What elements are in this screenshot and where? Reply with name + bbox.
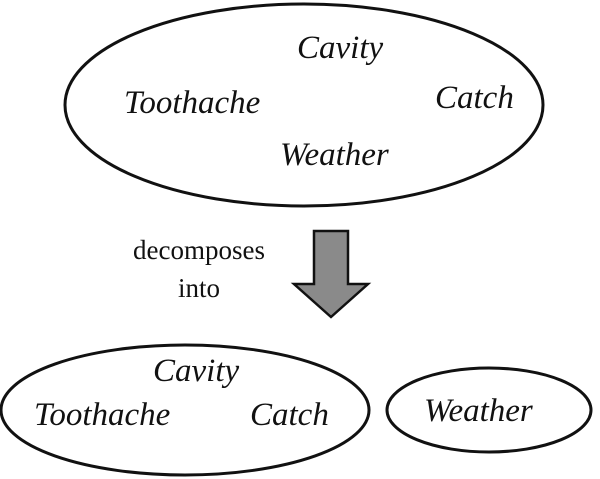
top-variable-group: Cavity Toothache Catch Weather <box>63 2 545 208</box>
top-weather-label: Weather <box>280 137 389 173</box>
top-catch-label: Catch <box>435 80 514 116</box>
arrow-label-line-1: decomposes <box>133 235 265 265</box>
arrow-label-line-2: into <box>178 273 220 303</box>
decomposition-arrow-group: decomposes into <box>133 229 372 319</box>
bottom-left-variable-group: Cavity Toothache Catch <box>0 343 371 477</box>
bottom-toothache-label: Toothache <box>34 397 170 433</box>
bottom-right-group-ellipse <box>385 366 593 454</box>
down-arrow-icon <box>290 229 372 319</box>
bottom-catch-label: Catch <box>250 397 329 433</box>
bottom-cavity-label: Cavity <box>153 353 239 389</box>
top-cavity-label: Cavity <box>297 30 383 66</box>
top-group-ellipse <box>63 2 545 208</box>
bottom-left-group-ellipse <box>0 343 371 477</box>
bottom-weather-label: Weather <box>424 393 533 429</box>
bottom-right-variable-group: Weather <box>385 366 593 454</box>
top-toothache-label: Toothache <box>124 85 260 121</box>
